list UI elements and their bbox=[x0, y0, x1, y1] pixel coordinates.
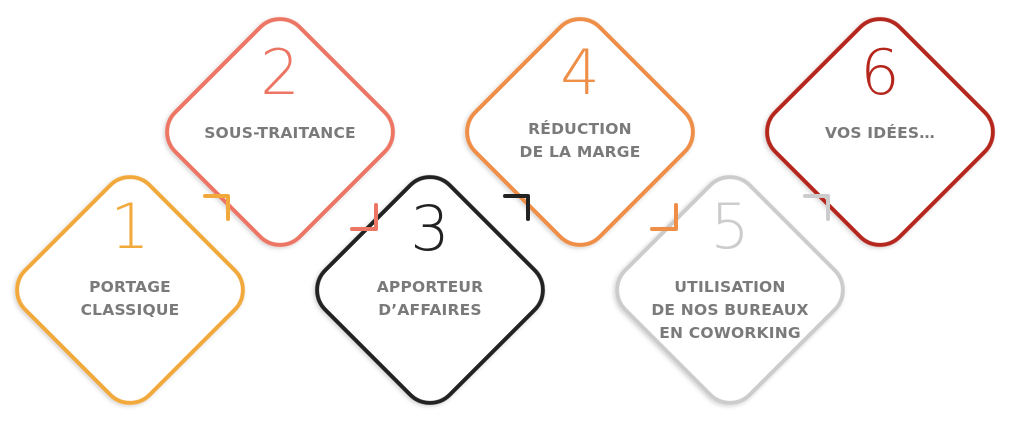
arrow-1-to-2-icon bbox=[203, 194, 230, 221]
step-4-number: 4 bbox=[560, 36, 600, 109]
arrow-5-to-6-icon bbox=[803, 194, 830, 221]
step-3-number: 3 bbox=[410, 192, 450, 265]
arrow-3-to-4-icon bbox=[503, 194, 530, 221]
step-1-diamond bbox=[15, 175, 245, 405]
step-6-label: VOS IDÉES… bbox=[825, 124, 935, 142]
step-1-number: 1 bbox=[110, 190, 150, 263]
step-2-number: 2 bbox=[260, 36, 300, 109]
step-5-number: 5 bbox=[710, 190, 750, 263]
arrow-2-to-3-icon bbox=[350, 203, 378, 231]
step-6-number: 6 bbox=[860, 36, 900, 109]
step-2-label: SOUS-TRAITANCE bbox=[204, 124, 356, 142]
arrow-4-to-5-icon bbox=[650, 203, 678, 231]
